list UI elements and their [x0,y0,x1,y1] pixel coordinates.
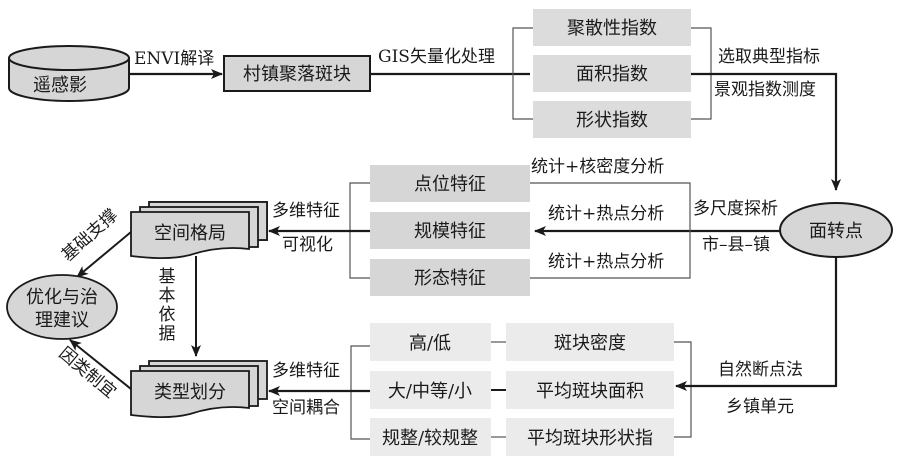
index-box-1: 面积指数 [533,55,691,92]
type-division-label: 类型划分 [154,382,226,403]
index-box-2: 形状指数 [533,101,691,138]
level-box-2: 规整/较规整 [370,418,491,456]
level-label: 高/低 [409,333,451,354]
pattern-to-optimization-arrow [76,231,132,278]
settlement-patches-node: 村镇聚落斑块 [223,55,371,92]
levels-left-bracket [350,345,370,440]
remote-sensing-node: 遥感影 [8,45,130,102]
indices-to-point-arrow [691,72,841,191]
spatial-pattern-node: 空间格局 [130,201,268,260]
optimization-node: 优化与治 理建议 [6,274,118,340]
remote-sensing-label: 遥感影 [33,75,87,96]
basic-basis-char: 基 [159,267,176,287]
feature-label: 形态特征 [414,268,486,289]
feature-label: 点位特征 [414,174,486,195]
metric-label: 平均斑块面积 [536,381,644,402]
basic-basis-char: 依 [159,305,176,325]
basic-support-label: 基础支撑 [58,205,122,265]
index-label: 形状指数 [576,110,648,131]
level-box-1: 大/中等/小 [370,371,491,409]
city-county-town-label: 市–县–镇 [702,235,770,255]
optimization-label-line2: 理建议 [35,310,89,331]
multi-dim-label-2: 多维特征 [272,361,340,381]
visualize-label: 可视化 [282,235,333,255]
feature-box-2: 形态特征 [370,259,530,296]
metric-label: 平均斑块形状指 [527,428,653,449]
multi-dim-label-1: 多维特征 [272,201,340,221]
natural-breaks-label: 自然断点法 [718,360,803,380]
spatial-pattern-label: 空间格局 [154,223,226,244]
method-label-1: 统计+热点分析 [548,204,664,224]
area-to-point-label: 面转点 [809,221,863,242]
index-label: 聚散性指数 [567,18,657,39]
feature-label: 规模特征 [414,221,486,242]
basic-basis-char: 据 [159,324,176,344]
type-to-optimization-arrow [69,339,132,390]
methods-bracket [530,182,691,279]
settlement-patches-label: 村镇聚落斑块 [243,64,351,85]
index-label: 面积指数 [576,64,648,85]
level-label: 规整/较规整 [382,428,478,449]
township-unit-label: 乡镇单元 [726,397,794,417]
metric-box-1: 平均斑块面积 [506,371,674,409]
multi-scale-label: 多尺度探析 [693,199,778,219]
method-label-0: 统计+核密度分析 [531,157,664,177]
area-to-point-node: 面转点 [779,202,893,258]
indices-left-bracket [512,27,533,120]
metric-label: 斑块密度 [554,333,626,354]
optimization-label-line1: 优化与治 [26,287,98,308]
feature-box-1: 规模特征 [370,212,530,249]
level-box-0: 高/低 [370,323,491,361]
envi-label: ENVI解译 [134,49,214,69]
basic-basis-char: 本 [159,286,176,306]
feature-box-0: 点位特征 [370,165,530,202]
type-division-node: 类型划分 [130,360,268,419]
metric-box-0: 斑块密度 [506,323,674,361]
index-box-0: 聚散性指数 [533,9,691,46]
metrics-right-bracket [674,341,692,438]
method-label-2: 统计+热点分析 [548,252,664,272]
gis-label: GIS矢量化处理 [378,47,495,67]
level-label: 大/中等/小 [388,381,472,402]
landscape-measure-label: 景观指数测度 [714,80,816,100]
metric-box-2: 平均斑块形状指 [506,418,674,456]
spatial-coupling-label: 空间耦合 [272,398,340,418]
select-indicators-label: 选取典型指标 [718,47,820,67]
